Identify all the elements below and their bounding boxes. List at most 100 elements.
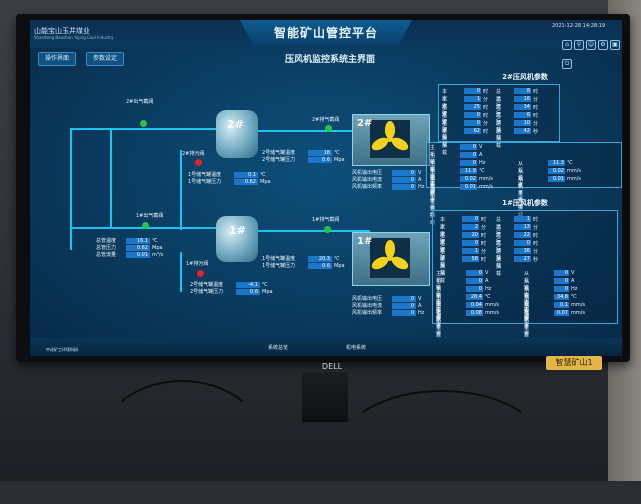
param-value: 11.3: [548, 160, 565, 166]
valve-1-exhaust-label: 1#排气截阀: [312, 217, 340, 223]
param-unit: 时: [533, 217, 539, 223]
valve-2-out[interactable]: [140, 120, 147, 127]
param-value: 0: [460, 160, 477, 166]
tab-electromechanical[interactable]: 机电系统: [346, 345, 367, 351]
param-value: 1: [514, 216, 531, 222]
param-value: 0.02: [460, 176, 477, 182]
pipe-upper-main: [70, 128, 230, 130]
param-unit: 时: [533, 241, 539, 247]
param-label: 从机水平振动: [518, 169, 524, 210]
footer-logo: 中化矿工环境科研: [46, 347, 78, 352]
cable-1: [100, 380, 264, 504]
param-label: 总加载: [496, 249, 502, 269]
fan1-panel-title: 1#压风机参数: [502, 199, 548, 207]
param-unit: 时: [533, 113, 539, 119]
param-unit: 分: [483, 121, 489, 127]
param-unit: Hz: [479, 160, 486, 166]
company-name-en: Shandong Baoshan Yujing Coal Industry: [34, 35, 114, 40]
param-label: 主 机 温 度: [430, 169, 436, 196]
param-value: 0: [554, 278, 569, 284]
compressor-2-label: 2#: [357, 118, 373, 129]
param-value: 2: [462, 224, 479, 230]
param-value: 0: [460, 144, 477, 150]
valve-2-exhaust[interactable]: [325, 125, 332, 132]
home-icon[interactable]: ⌂: [562, 40, 572, 50]
param-value: 0.1: [554, 302, 569, 308]
param-label: 从机输出频率: [524, 287, 530, 328]
param-label: 本次运行: [440, 233, 446, 260]
param-value: 22: [514, 232, 531, 238]
param-value: 1: [464, 96, 481, 102]
param-value: 0: [464, 112, 481, 118]
param-value: 0: [462, 240, 479, 246]
user-icon[interactable]: ☺: [586, 40, 596, 50]
param-label: 从机垂直振动: [518, 177, 524, 218]
expand-icon[interactable]: ▣: [610, 40, 620, 50]
pipe-lower-outlet: [258, 230, 370, 232]
header-icons: ⌂⚲☺⚙▣ ⏻: [562, 31, 622, 69]
power-icon[interactable]: ⏻: [562, 59, 572, 69]
param-unit: 分: [533, 249, 539, 255]
param-label: 本次运行: [442, 105, 448, 132]
param-value: 0: [554, 286, 569, 292]
param-label: 从 机 温 度: [518, 161, 524, 188]
param-value: 36: [514, 248, 531, 254]
param-value: 0: [462, 216, 479, 222]
pipe-left-down: [70, 228, 72, 250]
param-unit: V: [485, 270, 489, 276]
param-unit: mm/s: [485, 302, 500, 308]
operation-button[interactable]: 操作界面: [38, 52, 76, 66]
param-label: 主 机 温 度: [436, 295, 442, 322]
valve-1-drain[interactable]: [197, 270, 204, 277]
settings-button[interactable]: 参数设定: [86, 52, 124, 66]
valve-1-exhaust[interactable]: [324, 226, 331, 233]
param-unit: 时: [483, 129, 489, 135]
time-text: 14:28:19: [582, 23, 606, 29]
param-unit: V: [571, 270, 575, 276]
search-icon[interactable]: ⚲: [574, 40, 584, 50]
param-label: 本次运行: [440, 225, 446, 252]
reading-row: 2号储气罐温度-4.1℃: [190, 282, 268, 288]
tab-system-overview[interactable]: 系统总览: [268, 345, 289, 351]
param-label: 总加载: [496, 129, 502, 149]
valve-1-out[interactable]: [142, 222, 149, 229]
tank-1-label: 1#: [229, 224, 246, 237]
compressor-2-fanbox: [370, 120, 410, 158]
param-unit: 时: [483, 89, 489, 95]
param-unit: 时: [483, 105, 489, 111]
param-value: 42: [514, 128, 531, 134]
param-unit: 时: [481, 257, 487, 263]
pipe-upper-outlet: [258, 130, 370, 132]
valve-2-drain[interactable]: [195, 159, 202, 166]
cable-2: [340, 390, 544, 504]
param-value: 0: [460, 152, 477, 158]
param-value: 0: [466, 286, 483, 292]
param-label: 主机输出电压: [430, 145, 436, 186]
param-label: 从 机 温 度: [524, 295, 530, 322]
param-value: 0: [554, 270, 569, 276]
param-label: 本次运行: [440, 217, 446, 244]
param-value: 0: [466, 278, 483, 284]
param-label: 主机输出频率: [436, 287, 442, 328]
param-unit: 分: [483, 97, 489, 103]
param-unit: Hz: [485, 286, 492, 292]
pipe-cross-vertical: [110, 130, 112, 228]
param-unit: V: [479, 144, 483, 150]
param-value: 0.01: [460, 184, 477, 190]
monitor-brand-logo: DELL: [321, 362, 343, 371]
gear-icon[interactable]: ⚙: [598, 40, 608, 50]
param-label: 主机输出电压: [436, 271, 442, 312]
tank-2: [216, 110, 258, 158]
param-label: 总加载: [496, 113, 502, 133]
